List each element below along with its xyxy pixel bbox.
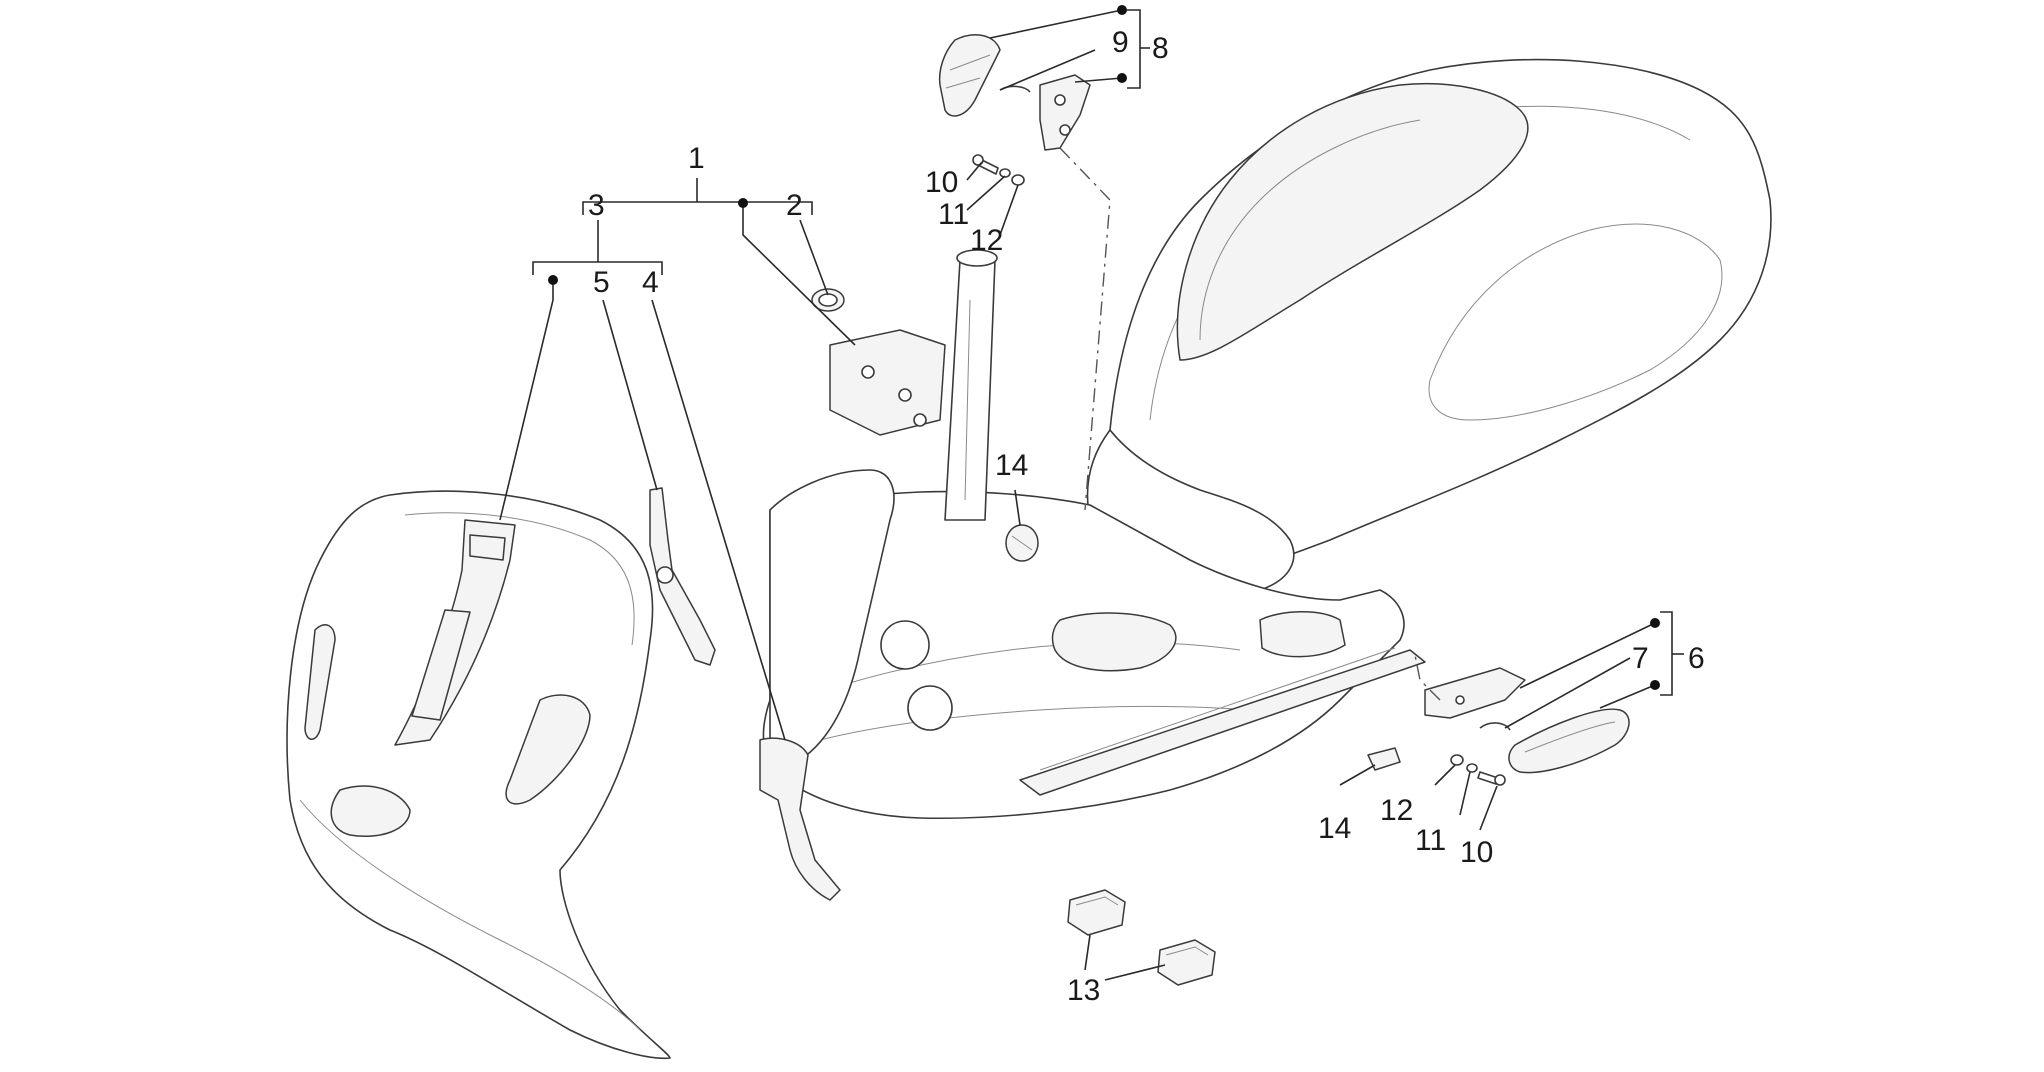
leader-14-upper	[1014, 489, 1021, 526]
leader-4	[651, 299, 786, 741]
footrest-assembly-upper	[938, 34, 1091, 151]
callout-7: 7	[1632, 642, 1649, 675]
leader-14-lower	[1339, 764, 1376, 786]
leader-7-top	[1519, 622, 1656, 689]
callout-2: 2	[786, 189, 803, 222]
cap-part-14-upper	[1005, 524, 1039, 562]
leader-10-upper	[966, 161, 983, 181]
callout-10-lower: 10	[1460, 836, 1493, 869]
dot-bracket-3	[548, 275, 558, 285]
bracket-8	[1127, 9, 1141, 89]
cap-part-14-lower	[1367, 747, 1401, 771]
leader-10-lower	[1479, 785, 1498, 831]
dot-6-bottom	[1650, 680, 1660, 690]
callout-1: 1	[688, 142, 705, 175]
callout-4: 4	[642, 266, 659, 299]
callout-11-lower: 11	[1415, 824, 1446, 857]
callout-dots	[548, 5, 1660, 690]
leader-5	[602, 299, 658, 491]
leader-7	[1504, 657, 1631, 729]
callout-6: 6	[1688, 642, 1705, 675]
callout-13: 13	[1067, 974, 1100, 1007]
callout-9: 9	[1112, 26, 1129, 59]
dot-8-top	[1117, 5, 1127, 15]
callout-3: 3	[588, 189, 605, 222]
footrest-assembly-lower	[1424, 667, 1630, 774]
leader-8-bottom	[1074, 77, 1123, 83]
leader-12-lower	[1434, 764, 1456, 786]
callout-8: 8	[1152, 32, 1169, 65]
front-legshield	[286, 490, 671, 1060]
leader-3-dot	[499, 280, 554, 521]
main-body-shell	[762, 58, 1772, 820]
callout-5: 5	[593, 266, 610, 299]
leader-11-upper	[966, 175, 1006, 211]
bracket-part-5	[649, 487, 716, 666]
leader-11-lower	[1459, 771, 1471, 816]
leader-9	[999, 49, 1096, 91]
leader-13a	[1084, 934, 1091, 971]
leader-12-upper	[999, 184, 1019, 236]
leader-2	[799, 219, 829, 296]
rubber-plugs-part-13	[1067, 889, 1216, 986]
callout-10-upper: 10	[925, 166, 958, 199]
leader-7-bottom	[1599, 684, 1656, 709]
fasteners-lower	[1450, 754, 1506, 786]
centerline-lower	[1414, 654, 1441, 701]
callout-14-lower: 14	[1318, 812, 1351, 845]
dot-8-bottom	[1117, 73, 1127, 83]
leader-1-dot	[742, 203, 856, 346]
leader-9-top	[989, 9, 1123, 39]
callout-12-lower: 12	[1380, 794, 1413, 827]
leader-lines	[499, 9, 1684, 981]
dot-6-top	[1650, 618, 1660, 628]
dot-bracket-1	[738, 198, 748, 208]
callout-14-upper: 14	[995, 449, 1028, 482]
callout-12-upper: 12	[970, 224, 1003, 257]
fasteners-upper	[972, 154, 1025, 186]
callout-11-upper: 11	[938, 198, 969, 231]
bracket-6	[1660, 611, 1673, 696]
bracket-1	[582, 201, 813, 215]
leader-13b	[1104, 964, 1166, 981]
callout-labels: 1 2 3 5 4 9 8 10 11 12 14 7 6 14 12 11 1…	[588, 26, 1705, 1007]
